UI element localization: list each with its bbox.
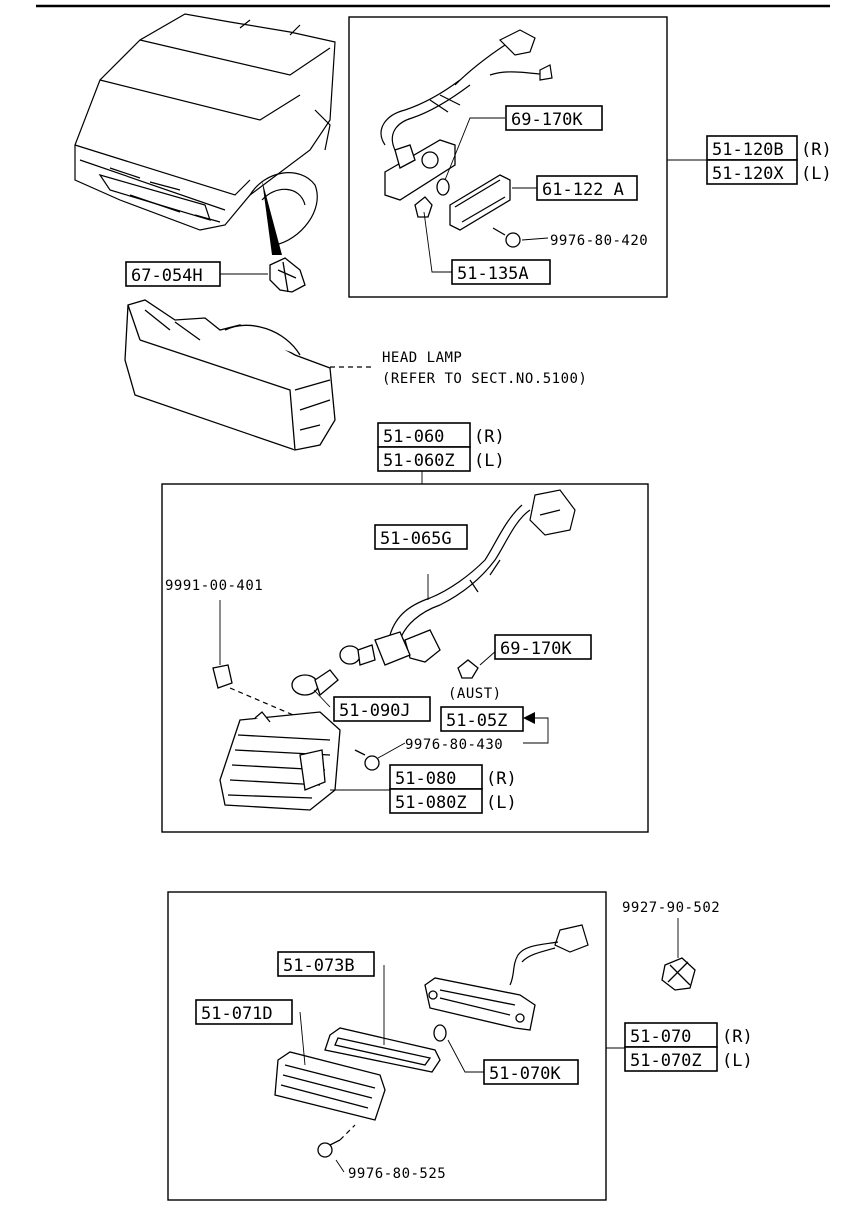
screw-9976-80-420-part (492, 227, 521, 248)
label-aust: (AUST) (448, 686, 502, 702)
side-marker-frame (348, 16, 668, 298)
label-67-054H: 67-054H (131, 266, 203, 286)
label-51-070K: 51-070K (489, 1064, 561, 1084)
pointer-leader (262, 180, 282, 255)
label-51-120B: 51-120B (712, 140, 784, 160)
label-51-071D: 51-071D (201, 1004, 273, 1024)
gasket-51-135A-part (414, 196, 433, 218)
screw-9976-80-525-part (317, 1139, 341, 1158)
label-51-060: 51-060 (383, 427, 444, 447)
label-51-070Z: 51-070Z (630, 1051, 702, 1071)
side-marker-harness (380, 29, 553, 151)
label-51-070: 51-070 (630, 1027, 691, 1047)
lens-61-122A-part (449, 174, 511, 231)
clip-9991-00-401-part (212, 664, 233, 689)
label-9976-80-420: 9976-80-420 (550, 233, 648, 249)
turn-lamp-housing (424, 977, 536, 1031)
label-head-lamp: HEAD LAMP (382, 350, 462, 366)
label-51-090J: 51-090J (339, 701, 411, 721)
label-9991-00-401: 9991-00-401 (165, 578, 263, 594)
combination-lamp-frame (161, 483, 649, 833)
label-69-170K: 69-170K (511, 110, 583, 130)
label-51-135A: 51-135A (457, 264, 529, 284)
label-9976-80-430: 9976-80-430 (405, 737, 503, 753)
label-51-080: 51-080 (395, 769, 456, 789)
label-51-070-side-l: (L) (722, 1051, 753, 1071)
turn-lamp-harness (509, 924, 589, 986)
label-51-120X: 51-120X (712, 164, 784, 184)
label-side-r: (R) (801, 140, 832, 160)
label-9976-80-525: 9976-80-525 (348, 1166, 446, 1182)
bulb-69-170K-aust-part (457, 659, 479, 679)
label-51-080-side-l: (L) (486, 793, 517, 813)
bulb-51-070K-part (433, 1024, 447, 1042)
bulb-69-170K-part (436, 178, 450, 196)
combination-lamp-socket (374, 629, 441, 666)
combination-lamp-unit (219, 711, 341, 811)
gasket-51-073B-part (324, 1027, 441, 1073)
label-side-l: (L) (801, 164, 832, 184)
head-lamp-illustration (124, 299, 336, 451)
bulb-51-090J-part (291, 644, 376, 697)
label-51-065G: 51-065G (380, 529, 452, 549)
side-marker-socket (384, 139, 456, 201)
lens-51-071D-part (274, 1051, 386, 1121)
clip-9927-90-502-part (661, 957, 696, 991)
turn-lamp-frame (167, 891, 607, 1201)
label-51-05Z: 51-05Z (446, 711, 507, 731)
label-51-060-side-r: (R) (474, 427, 505, 447)
label-head-lamp-ref: (REFER TO SECT.NO.5100) (382, 371, 587, 387)
label-51-073B: 51-073B (283, 956, 355, 976)
car-front-illustration (74, 13, 336, 246)
label-9927-90-502: 9927-90-502 (622, 900, 720, 916)
label-51-080Z: 51-080Z (395, 793, 467, 813)
label-69-170K-aust: 69-170K (500, 639, 572, 659)
label-51-080-side-r: (R) (486, 769, 517, 789)
label-51-060Z: 51-060Z (383, 451, 455, 471)
label-51-120B-group: 51-120B 51-120X (R) (L) (706, 135, 832, 185)
label-51-060-side-l: (L) (474, 451, 505, 471)
clip-67-054H-part (269, 257, 306, 293)
label-51-070-side-r: (R) (722, 1027, 753, 1047)
label-61-122A: 61-122 A (542, 180, 624, 200)
combination-lamp-harness (389, 489, 576, 641)
screw-9976-80-430-part (354, 749, 380, 771)
